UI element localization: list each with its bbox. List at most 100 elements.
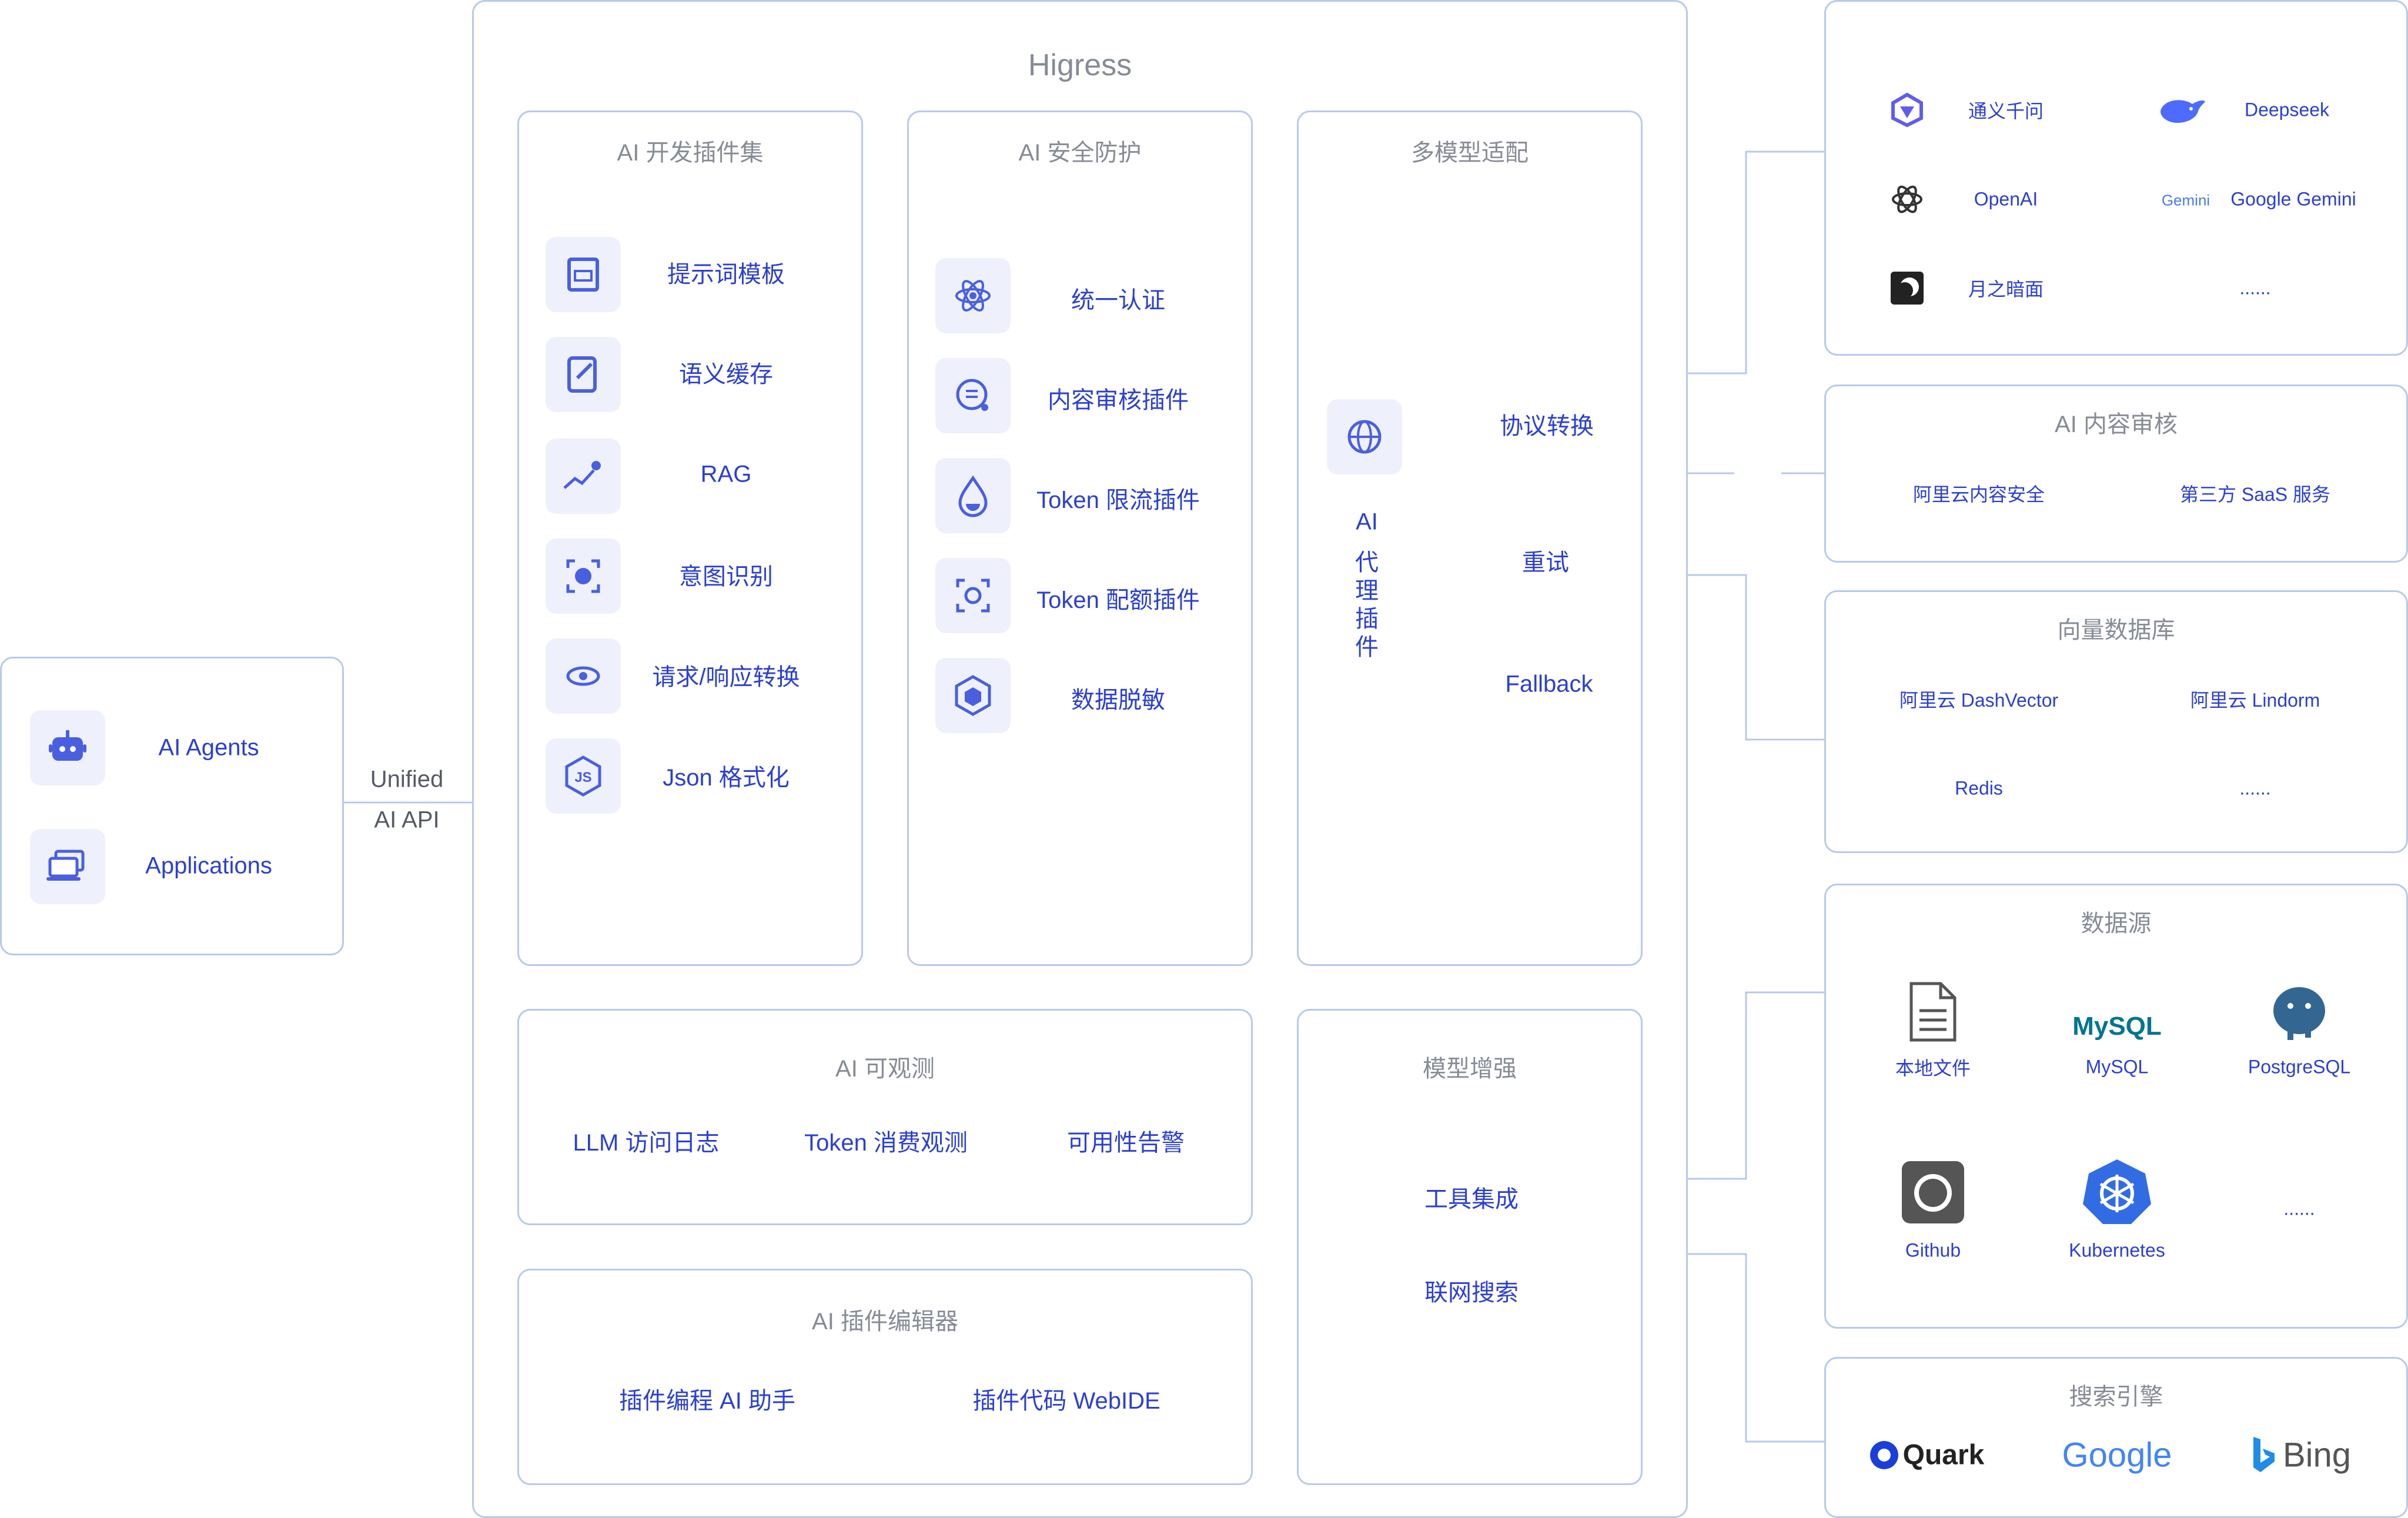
- observability-panel: AI 可观测 LLM 访问日志 Token 消费观测 可用性告警: [517, 1009, 1253, 1225]
- editor-item-1: 插件代码 WebIDE: [972, 1388, 1160, 1414]
- drop-icon: [935, 458, 1011, 533]
- search-title: 搜索引擎: [2069, 1384, 2163, 1410]
- deepseek-whale-icon: [2160, 100, 2205, 123]
- vector-item-2: Redis: [1955, 777, 2003, 799]
- moderation-title: AI 内容审核: [2055, 412, 2178, 437]
- proxy-label-4: 件: [1355, 634, 1379, 660]
- branch-protocol: 协议转换: [1500, 413, 1594, 439]
- editor-item-0: 插件编程 AI 助手: [618, 1388, 796, 1414]
- proxy-label-0: AI: [1356, 509, 1378, 535]
- security-item-3: Token 配额插件: [1036, 587, 1200, 613]
- observability-item-2: 可用性告警: [1067, 1130, 1185, 1156]
- mask-data-icon: [935, 658, 1011, 733]
- quota-icon: [935, 558, 1011, 633]
- multi-model-panel: 多模型适配 AI 代 理 插 件 协议转换 重试 Fallback: [1297, 111, 1643, 966]
- search-panel: 搜索引擎 Quark Google Bing: [1824, 1357, 2408, 1518]
- higress-title: Higress: [1028, 48, 1132, 82]
- dev-item-5: Json 格式化: [663, 765, 790, 791]
- vector-item-3: ......: [2239, 777, 2271, 799]
- moderation-item-0: 阿里云内容安全: [1912, 484, 2045, 505]
- model-deepseek: Deepseek: [2244, 99, 2330, 121]
- review-icon: [935, 358, 1011, 433]
- data-source-panel: 数据源 本地文件 MySQL MySQL PostgreSQL Github K…: [1824, 884, 2408, 1329]
- gemini-logo: Gemini: [2161, 191, 2210, 209]
- multi-model-title: 多模型适配: [1411, 140, 1529, 166]
- vector-item-0: 阿里云 DashVector: [1899, 690, 2059, 711]
- observability-item-0: LLM 访问日志: [573, 1130, 720, 1156]
- model-more: ......: [2239, 277, 2271, 299]
- datasource-item-5: ......: [2283, 1198, 2315, 1219]
- face-scan-icon: [546, 539, 621, 614]
- security-item-4: 数据脱敏: [1071, 687, 1165, 713]
- datasource-item-1: MySQL: [2085, 1056, 2149, 1078]
- nodejs-icon: JS: [546, 738, 621, 814]
- robot-icon: [30, 710, 105, 785]
- connector-search: [1687, 1253, 1825, 1443]
- vector-db-title: 向量数据库: [2057, 617, 2175, 643]
- editor-panel: AI 插件编辑器 插件编程 AI 助手 插件代码 WebIDE: [517, 1269, 1253, 1485]
- enhance-title: 模型增强: [1423, 1056, 1517, 1082]
- moderation-panel: AI 内容审核 阿里云内容安全 第三方 SaaS 服务: [1824, 384, 2408, 563]
- svg-text:JS: JS: [574, 770, 591, 785]
- kubernetes-logo-icon: [2083, 1159, 2151, 1224]
- search-google: Google: [2062, 1436, 2172, 1474]
- unified-api-label-1: Unified: [370, 766, 444, 793]
- models-panel: 通义千问 Deepseek OpenAI Gemini Google Gemin…: [1824, 0, 2408, 356]
- tablet-edit-icon: [546, 337, 621, 412]
- dev-item-3: 意图识别: [679, 564, 773, 590]
- datasource-item-3: Github: [1905, 1239, 1961, 1261]
- data-source-title: 数据源: [2081, 911, 2152, 937]
- postgresql-elephant-icon: [2273, 987, 2325, 1040]
- enhance-item-1: 联网搜索: [1424, 1280, 1519, 1306]
- atom-icon: [935, 258, 1011, 333]
- datasource-item-0: 本地文件: [1895, 1058, 1971, 1079]
- datasource-item-2: PostgreSQL: [2248, 1056, 2351, 1078]
- dev-plugins-title: AI 开发插件集: [617, 140, 764, 166]
- bing-logo-icon: [2253, 1437, 2275, 1472]
- model-moonshot: 月之暗面: [1968, 279, 2044, 300]
- enhance-item-0: 工具集成: [1424, 1186, 1519, 1212]
- dev-item-0: 提示词模板: [667, 262, 785, 287]
- ai-agents-label: AI Agents: [158, 734, 259, 761]
- template-icon: [546, 237, 621, 312]
- vector-item-1: 阿里云 Lindorm: [2190, 690, 2320, 711]
- branch-fallback: Fallback: [1505, 671, 1593, 697]
- moonshot-logo-icon: [1891, 272, 1924, 305]
- branch-retry: 重试: [1522, 550, 1569, 576]
- convert-icon: [546, 638, 621, 714]
- github-logo-icon: [1902, 1161, 1964, 1223]
- security-title: AI 安全防护: [1018, 140, 1142, 166]
- observability-title: AI 可观测: [835, 1056, 935, 1082]
- applications-label: Applications: [145, 852, 272, 879]
- model-qwen: 通义千问: [1968, 101, 2044, 122]
- dev-item-2: RAG: [700, 461, 752, 487]
- security-item-2: Token 限流插件: [1036, 487, 1200, 513]
- model-openai: OpenAI: [1974, 188, 2038, 210]
- security-panel: AI 安全防护 统一认证 内容审核插件 Token 限流插件 Token 配额插…: [907, 111, 1253, 966]
- dev-item-1: 语义缓存: [679, 362, 773, 387]
- proxy-label-2: 理: [1355, 578, 1379, 604]
- enhance-panel: 模型增强 工具集成 联网搜索: [1297, 1009, 1643, 1485]
- editor-title: AI 插件编辑器: [812, 1309, 958, 1335]
- datasource-item-4: Kubernetes: [2069, 1239, 2165, 1261]
- security-item-1: 内容审核插件: [1048, 387, 1189, 413]
- proxy-label-3: 插: [1355, 606, 1379, 632]
- unified-api-label-2: AI API: [374, 807, 440, 833]
- search-quark: Quark: [1902, 1439, 1985, 1471]
- openai-logo-icon: [1892, 185, 1922, 213]
- connector-vector: [1687, 574, 1825, 741]
- quark-logo-icon: [1870, 1441, 1898, 1469]
- vector-db-panel: 向量数据库 阿里云 DashVector 阿里云 Lindorm Redis .…: [1824, 590, 2408, 853]
- model-gemini: Google Gemini: [2230, 188, 2356, 210]
- search-bing: Bing: [2282, 1436, 2352, 1474]
- proxy-label-1: 代: [1355, 550, 1379, 576]
- globe-icon: [1327, 399, 1402, 474]
- qwen-logo-icon: [1891, 92, 1923, 128]
- clients-panel: AI Agents Applications: [0, 657, 344, 955]
- trend-icon: [546, 439, 621, 514]
- observability-item-1: Token 消费观测: [804, 1130, 968, 1156]
- laptop-icon: [30, 829, 105, 904]
- connector-models: [1687, 151, 1825, 375]
- mysql-logo: MySQL: [2072, 1012, 2162, 1041]
- dev-plugins-panel: AI 开发插件集 提示词模板 语义缓存 RAG 意图识别 请求/响应转换 JS …: [517, 111, 863, 966]
